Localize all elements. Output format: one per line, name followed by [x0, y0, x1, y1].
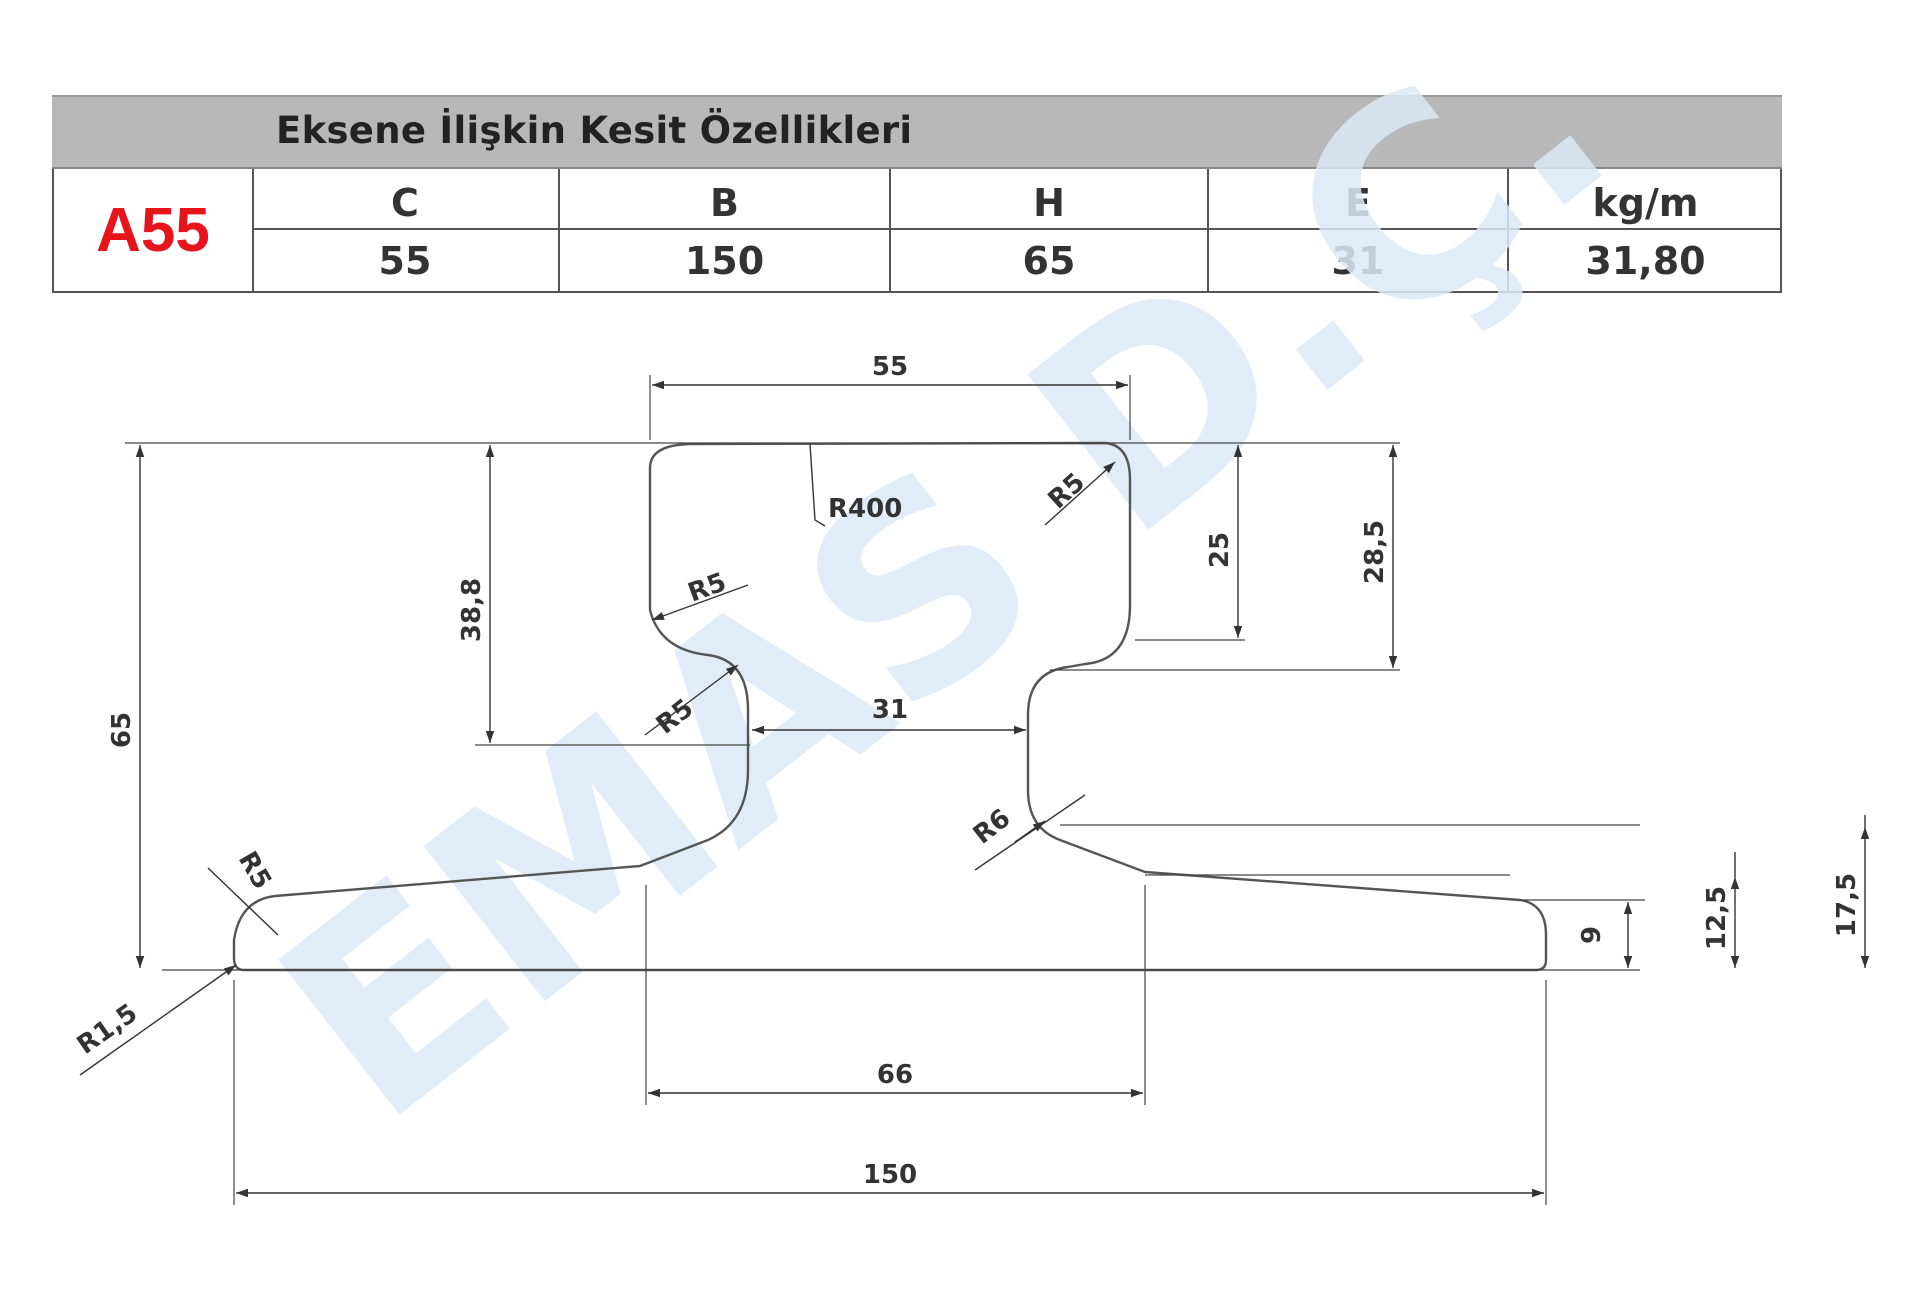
- label-r6: R6: [968, 803, 1017, 850]
- label-17-5: 17,5: [1832, 873, 1862, 937]
- row-divider: [252, 228, 1780, 230]
- leader-r5-foot: [207, 867, 279, 936]
- col-e: E 31: [1209, 169, 1509, 291]
- col-h: H 65: [891, 169, 1209, 291]
- col-kgm: kg/m 31,80: [1509, 169, 1782, 291]
- col-value: 65: [1022, 239, 1076, 283]
- leader-r400: [809, 443, 826, 527]
- radius-leaders: [79, 443, 1116, 1076]
- dimension-lines: [135, 380, 1870, 1198]
- col-header: E: [1345, 181, 1371, 225]
- leader-r1-5: [79, 964, 237, 1076]
- label-r400: R400: [828, 494, 902, 524]
- leader-r5-left-lower: [644, 664, 739, 736]
- leader-r5-left-upper: [651, 584, 749, 621]
- col-value: 31,80: [1585, 239, 1706, 283]
- label-9: 9: [1577, 926, 1607, 944]
- label-31: 31: [872, 695, 908, 725]
- label-66: 66: [877, 1060, 913, 1090]
- label-28-5: 28,5: [1360, 520, 1390, 584]
- label-38-8: 38,8: [457, 578, 487, 642]
- col-header: kg/m: [1592, 181, 1699, 225]
- properties-table: Eksene İlişkin Kesit Özellikleri A55 C 5…: [52, 95, 1782, 293]
- col-value: 55: [378, 239, 432, 283]
- table-body: A55 C 55 B 150 H 65 E 31 kg/m 31,80: [52, 169, 1782, 293]
- profile-code: A55: [96, 195, 210, 265]
- col-b: B 150: [560, 169, 891, 291]
- col-header: C: [391, 181, 419, 225]
- col-header: H: [1033, 181, 1065, 225]
- watermark-text: EMAS D.Ç.: [225, 0, 1662, 1180]
- extension-lines: [125, 375, 1645, 1205]
- table-header-bar: Eksene İlişkin Kesit Özellikleri: [52, 95, 1782, 169]
- col-c: C 55: [252, 169, 560, 291]
- col-header: B: [710, 181, 739, 225]
- leader-r6: [974, 794, 1086, 871]
- leader-r5-top: [1044, 461, 1116, 526]
- profile-code-cell: A55: [54, 169, 254, 291]
- watermark: EMAS D.Ç.: [225, 0, 1662, 1180]
- col-value: 31: [1331, 239, 1385, 283]
- label-65: 65: [107, 712, 137, 748]
- rail-outline: [232, 441, 1548, 972]
- label-25: 25: [1205, 532, 1235, 568]
- label-12-5: 12,5: [1702, 886, 1732, 950]
- label-55: 55: [872, 352, 908, 382]
- table-title: Eksene İlişkin Kesit Özellikleri: [276, 109, 913, 152]
- label-150: 150: [863, 1160, 917, 1190]
- label-r1-5: R1,5: [72, 998, 143, 1060]
- label-r5-foot: R5: [232, 847, 277, 895]
- col-value: 150: [684, 239, 765, 283]
